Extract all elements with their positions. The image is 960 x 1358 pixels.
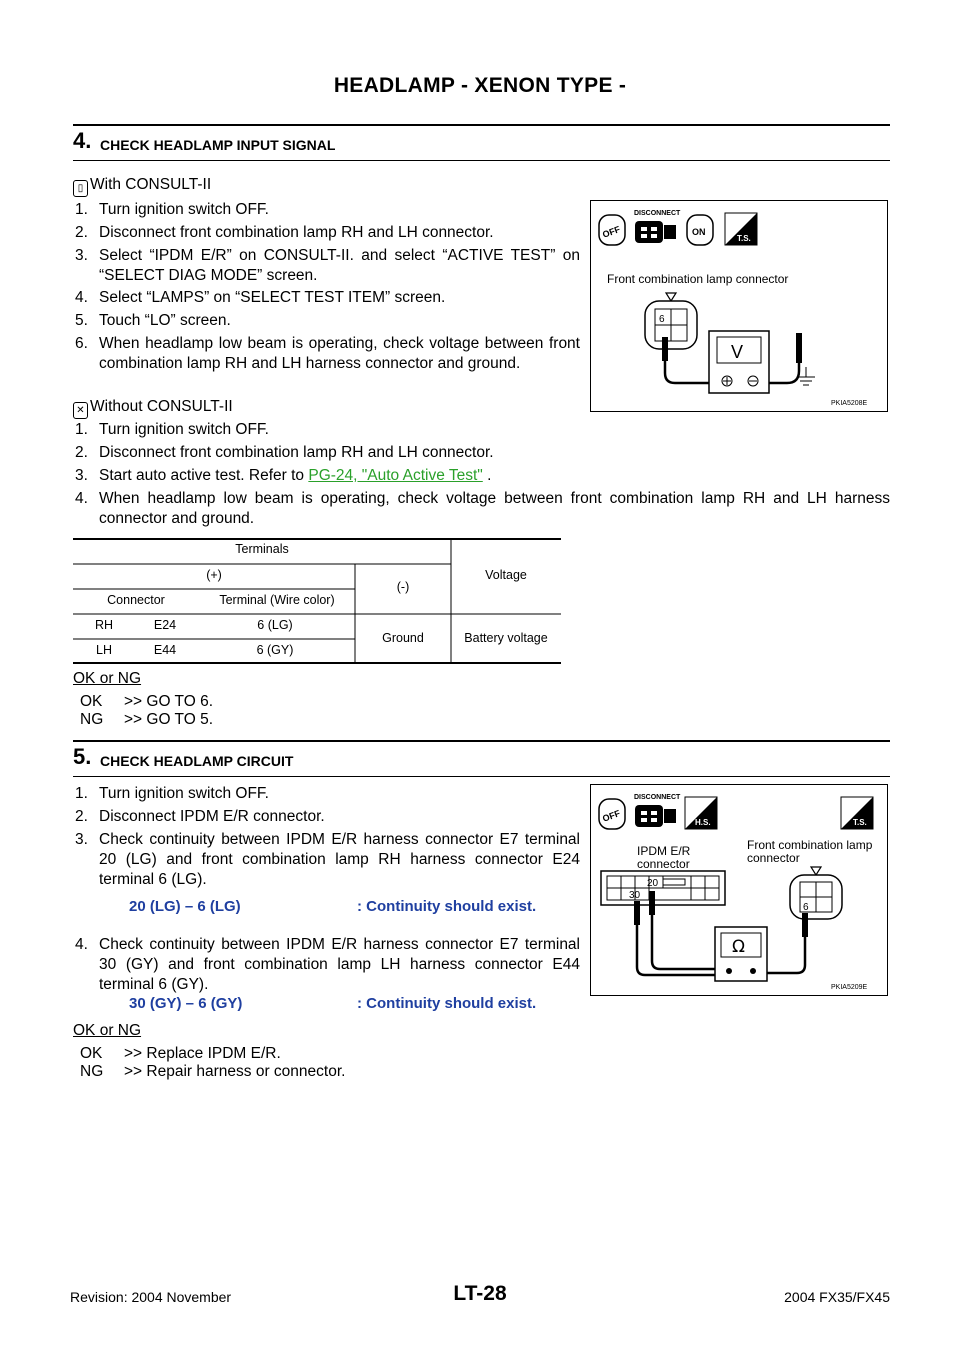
ignition-on-icon: ON [686, 214, 714, 246]
ng-result: >> Repair harness or connector. [124, 1063, 346, 1080]
header-minus: (-) [396, 580, 410, 594]
voltmeter: V [708, 330, 770, 394]
with-consult-label: ▯With CONSULT-II [73, 175, 211, 197]
list-item: 2.Disconnect IPDM E/R connector. [75, 808, 325, 825]
svg-text:T.S.: T.S. [853, 818, 867, 827]
ok-result: >> GO TO 6. [124, 693, 214, 710]
ng-label: NG [80, 711, 104, 728]
refer-link[interactable]: PG-24, "Auto Active Test" [308, 467, 483, 484]
harness-side-icon: H.S. [684, 796, 718, 830]
list-item: 2.Disconnect front combination lamp RH a… [75, 444, 494, 461]
list-item: 3. Start auto active test. Refer to PG-2… [75, 467, 492, 484]
ignition-off-icon: OFF [598, 798, 626, 830]
page-title: HEADLAMP - XENON TYPE - [333, 74, 627, 97]
disconnect-icon: DISCONNECT [634, 210, 681, 243]
test-side-icon: T.S. [840, 796, 874, 830]
list-item: 4.Select “LAMPS” on “SELECT TEST ITEM” s… [75, 289, 446, 306]
svg-text:T.S.: T.S. [737, 234, 751, 243]
result-right: : Continuity should exist. [357, 898, 537, 915]
svg-text:Ω: Ω [732, 937, 745, 957]
ng-result: >> GO TO 5. [124, 711, 214, 728]
list-item: 3.Select “IPDM E/R” on CONSULT-II. and s… [75, 247, 580, 284]
list-item: 4.When headlamp low beam is operating, c… [75, 490, 890, 527]
connector-label: Front combination lamp connector [607, 272, 788, 286]
ipdm-connector: 20 30 [600, 870, 726, 906]
list-item: 1.Turn ignition switch OFF. [75, 421, 269, 438]
ok-result: >> Replace IPDM E/R. [124, 1045, 281, 1062]
result-left: 20 (LG) – 6 (LG) [129, 898, 241, 915]
fcl-label: Front combination lamp [747, 838, 873, 852]
okng-label: OK or NG [73, 1022, 142, 1039]
step-4-header: 4. CHECK HEADLAMP INPUT SIGNAL [73, 124, 890, 161]
row-terminal: 6 (GY) [256, 643, 294, 657]
figure-code: PKIA5208E [831, 400, 868, 407]
figure-voltage-check: OFF DISCONNECT ON T.S. Front combination… [590, 200, 888, 412]
header-plus: (+) [206, 568, 222, 582]
ng-label: NG [80, 1063, 104, 1080]
step-heading: CHECK HEADLAMP CIRCUIT [100, 753, 294, 769]
svg-text:V: V [731, 342, 743, 362]
header-terminal: Terminal (Wire color) [219, 593, 335, 607]
list-item: 1.Turn ignition switch OFF. [75, 201, 269, 218]
row-connector: E24 [153, 618, 177, 632]
svg-text:6: 6 [659, 314, 665, 325]
no-consult-icon: ✕ [73, 402, 88, 419]
ohmmeter: Ω [714, 926, 768, 982]
revision-label: Revision: 2004 November [70, 1289, 232, 1305]
header-connector: Connector [107, 593, 165, 607]
svg-text:6: 6 [803, 902, 809, 913]
list-item: 3.Check continuity between IPDM E/R harn… [75, 831, 580, 888]
cell-battery: Battery voltage [464, 631, 548, 645]
svg-text:DISCONNECT: DISCONNECT [634, 210, 681, 217]
continuity-check-diagram: OFF DISCONNECT H.S. T.S. IPDM E/R connec… [598, 794, 874, 991]
list-item: 4.Check continuity between IPDM E/R harn… [75, 936, 580, 993]
row-side: LH [96, 643, 112, 657]
lamp-connector: 6 [789, 866, 843, 920]
svg-text:20: 20 [647, 878, 659, 889]
svg-text:DISCONNECT: DISCONNECT [634, 794, 681, 801]
fcl-label-2: connector [747, 851, 800, 865]
result-right: : Continuity should exist. [357, 995, 537, 1012]
ipdm-label-2: connector [637, 857, 690, 871]
list-item: 1.Turn ignition switch OFF. [75, 785, 269, 802]
step-number: 5. [73, 744, 92, 769]
svg-text:30: 30 [629, 890, 641, 901]
disconnect-icon: DISCONNECT [634, 794, 681, 827]
test-side-icon: T.S. [724, 212, 758, 246]
ground-symbol [797, 367, 815, 386]
step-heading: CHECK HEADLAMP INPUT SIGNAL [100, 137, 336, 153]
okng-label: OK or NG [73, 670, 142, 687]
list-item: 6.When headlamp low beam is operating, c… [75, 335, 580, 372]
ok-label: OK [80, 693, 103, 710]
consult-tool-icon: ▯ [73, 180, 88, 197]
row-terminal: 6 (LG) [257, 618, 293, 632]
svg-text:H.S.: H.S. [695, 818, 711, 827]
row-connector: E44 [153, 643, 177, 657]
figure-continuity-check: OFF DISCONNECT H.S. T.S. IPDM E/R connec… [590, 784, 888, 996]
step-number: 4. [73, 128, 92, 153]
row-side: RH [94, 618, 114, 632]
voltage-check-diagram: OFF DISCONNECT ON T.S. Front combination… [598, 210, 868, 407]
model-label: 2004 FX35/FX45 [784, 1289, 890, 1305]
lamp-connector: 6 [644, 292, 698, 350]
without-consult-label: ✕Without CONSULT-II [73, 397, 233, 419]
svg-text:ON: ON [692, 227, 706, 237]
table-overlay: Terminals Voltage (+) (-) Connector Term… [73, 538, 561, 664]
cell-ground: Ground [382, 631, 424, 645]
header-terminals: Terminals [235, 542, 289, 556]
figure-code: PKIA5209E [831, 984, 868, 991]
header-voltage: Voltage [485, 568, 527, 582]
step-5-header: 5. CHECK HEADLAMP CIRCUIT [73, 740, 890, 777]
list-item: 5.Touch “LO” screen. [75, 312, 231, 329]
ipdm-label: IPDM E/R [637, 844, 691, 858]
result-left: 30 (GY) – 6 (GY) [129, 995, 243, 1012]
page-number: LT-28 [453, 1282, 507, 1305]
ignition-off-icon: OFF [598, 214, 626, 246]
list-item: 2.Disconnect front combination lamp RH a… [75, 224, 494, 241]
ok-label: OK [80, 1045, 103, 1062]
